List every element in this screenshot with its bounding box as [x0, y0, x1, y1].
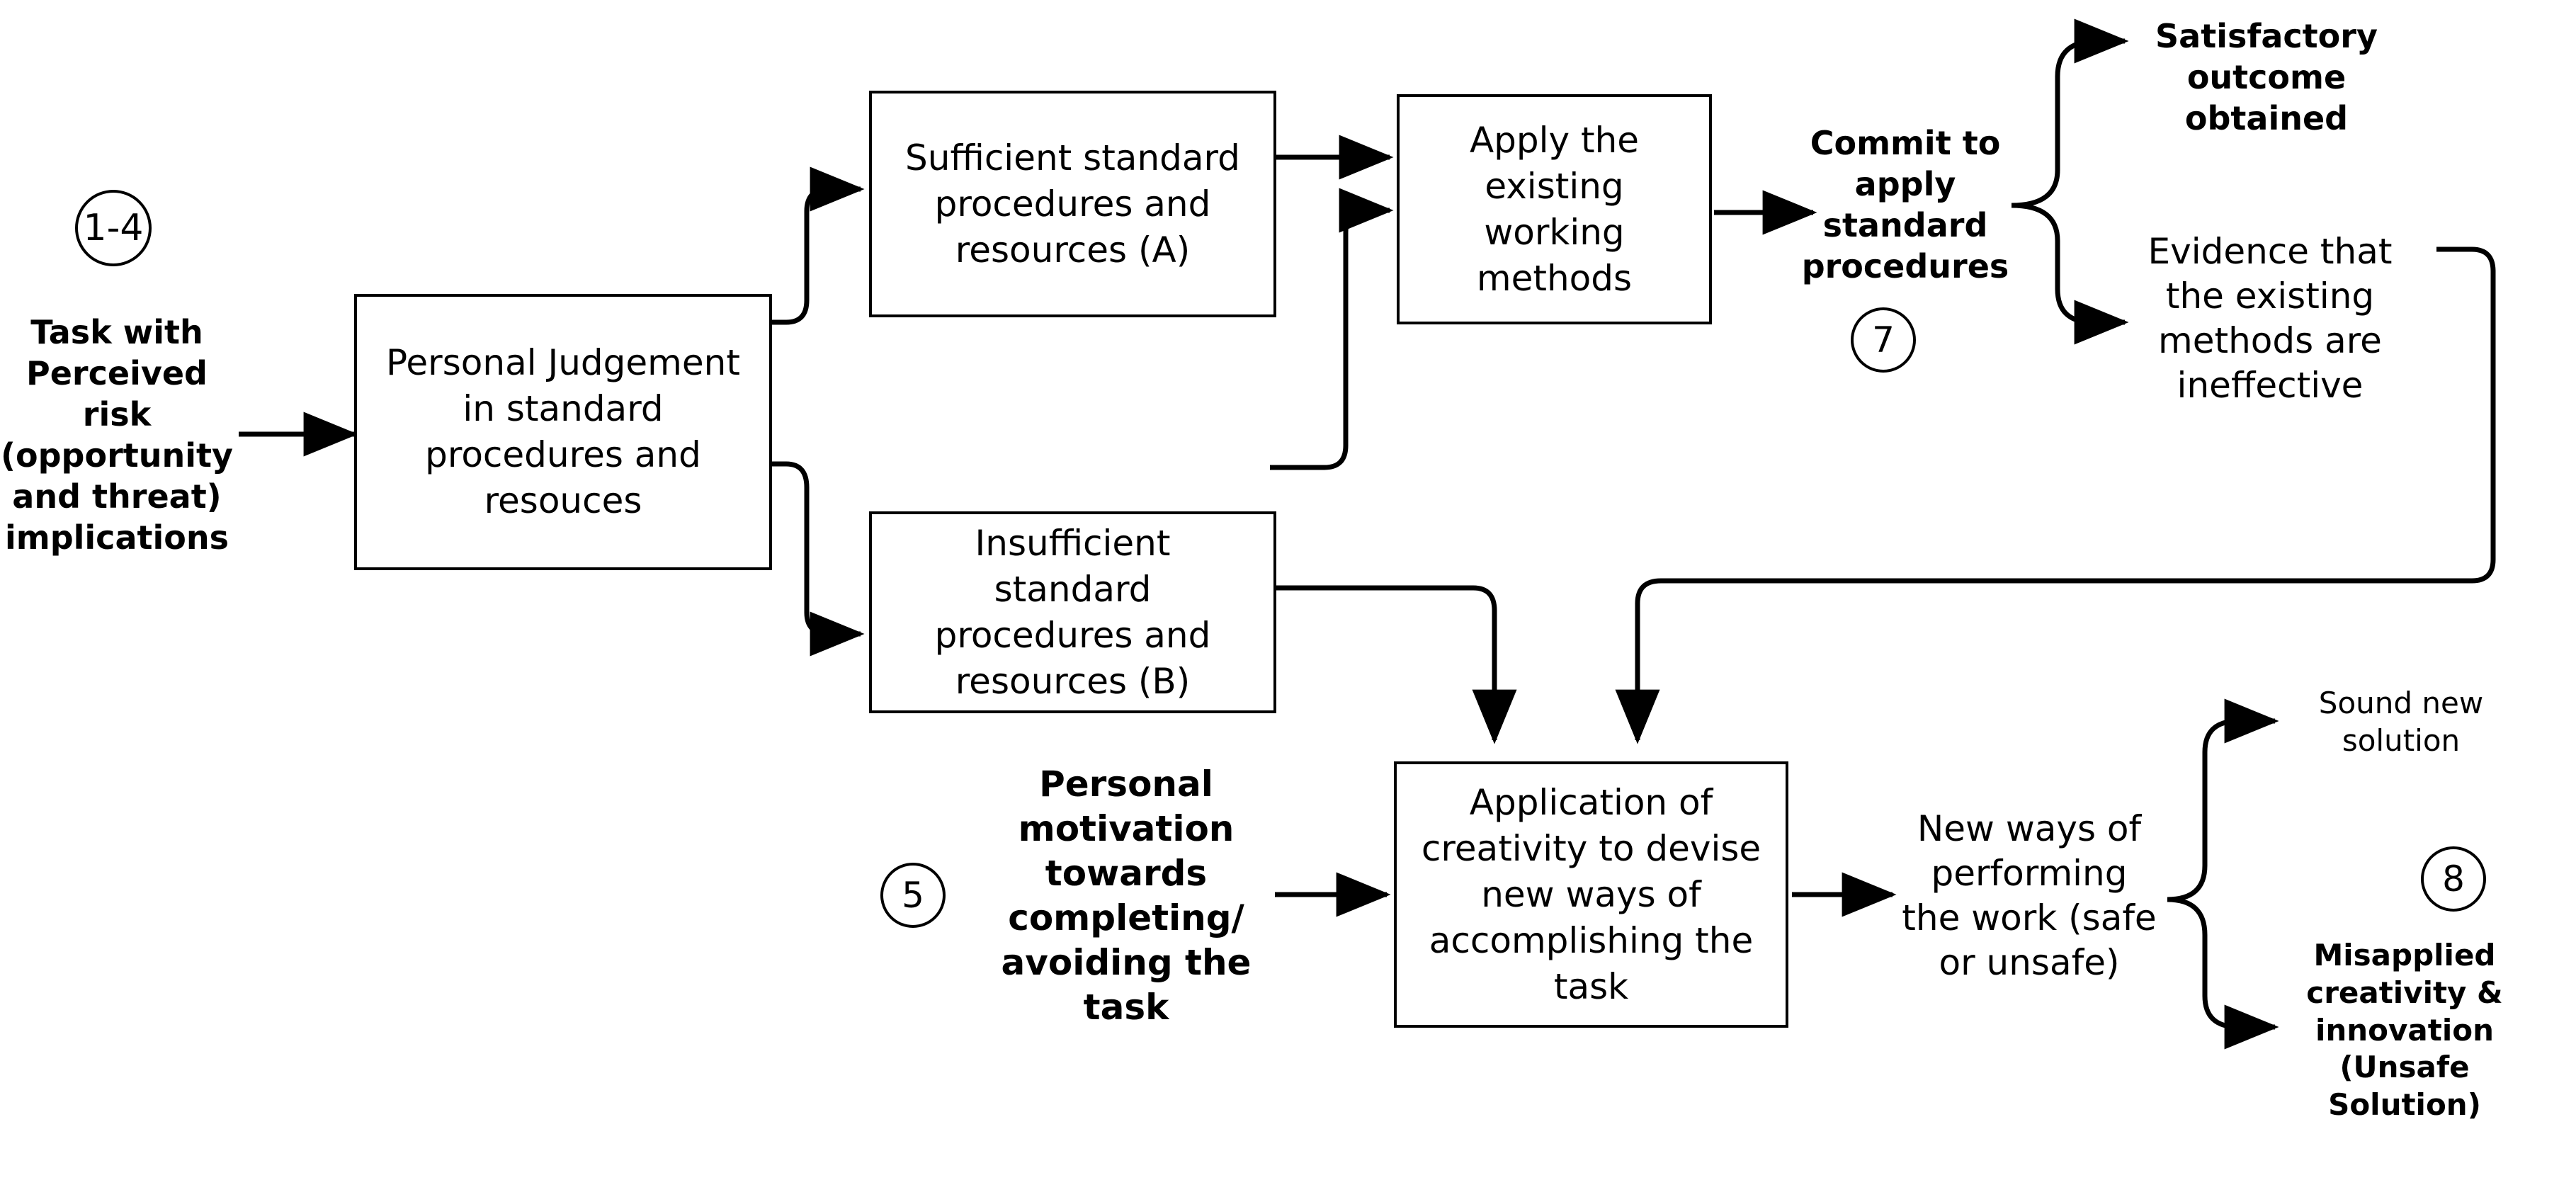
- edge-judgement-to-insufficient: [768, 461, 865, 657]
- new-ways-work-label: New ways of performing the work (safe or…: [1902, 808, 2157, 983]
- sound-new-solution-label: Sound new solution: [2318, 686, 2484, 758]
- node-application-of-creativity: Application of creativity to devise new …: [1394, 761, 1788, 1028]
- node-apply-existing-methods: Apply the existing working methods: [1397, 94, 1712, 324]
- node-sufficient-procedures: Sufficient standard procedures and resou…: [869, 91, 1276, 317]
- personal-motivation-label: Personal motivation towards completing/ …: [1001, 764, 1252, 1028]
- edge-newways-to-sound: [2167, 698, 2279, 902]
- edge-commit-to-evidence: [2011, 203, 2129, 345]
- edge-commit-to-satisfactory: [2011, 18, 2129, 208]
- evidence-ineffective-label: Evidence that the existing methods are i…: [2147, 231, 2393, 406]
- stage-marker-8: 8: [2421, 846, 2486, 912]
- edge-evidence-feedback-loop: [1615, 246, 2496, 744]
- stage-marker-1-4: 1-4: [75, 190, 152, 266]
- task-input-label: Task with Perceived risk (opportunity an…: [1, 313, 233, 557]
- node-insufficient-procedures: Insufficient standard procedures and res…: [869, 511, 1276, 713]
- edge-judgement-to-sufficient: [768, 166, 865, 325]
- stage-marker-7: 7: [1851, 307, 1916, 373]
- satisfactory-outcome-label: Satisfactory outcome obtained: [2155, 17, 2378, 137]
- misapplied-creativity-label: Misapplied creativity & innovation (Unsa…: [2306, 937, 2503, 1123]
- edge-newways-to-misapplied: [2167, 897, 2279, 1050]
- edge-insufficient-to-apply: [1270, 188, 1394, 470]
- stage-marker-5: 5: [880, 863, 946, 928]
- edge-insufficient-to-creativity: [1270, 585, 1517, 744]
- node-personal-judgement: Personal Judgement in standard procedure…: [354, 294, 772, 570]
- commit-standard-label: Commit to apply standard procedures: [1801, 124, 2009, 285]
